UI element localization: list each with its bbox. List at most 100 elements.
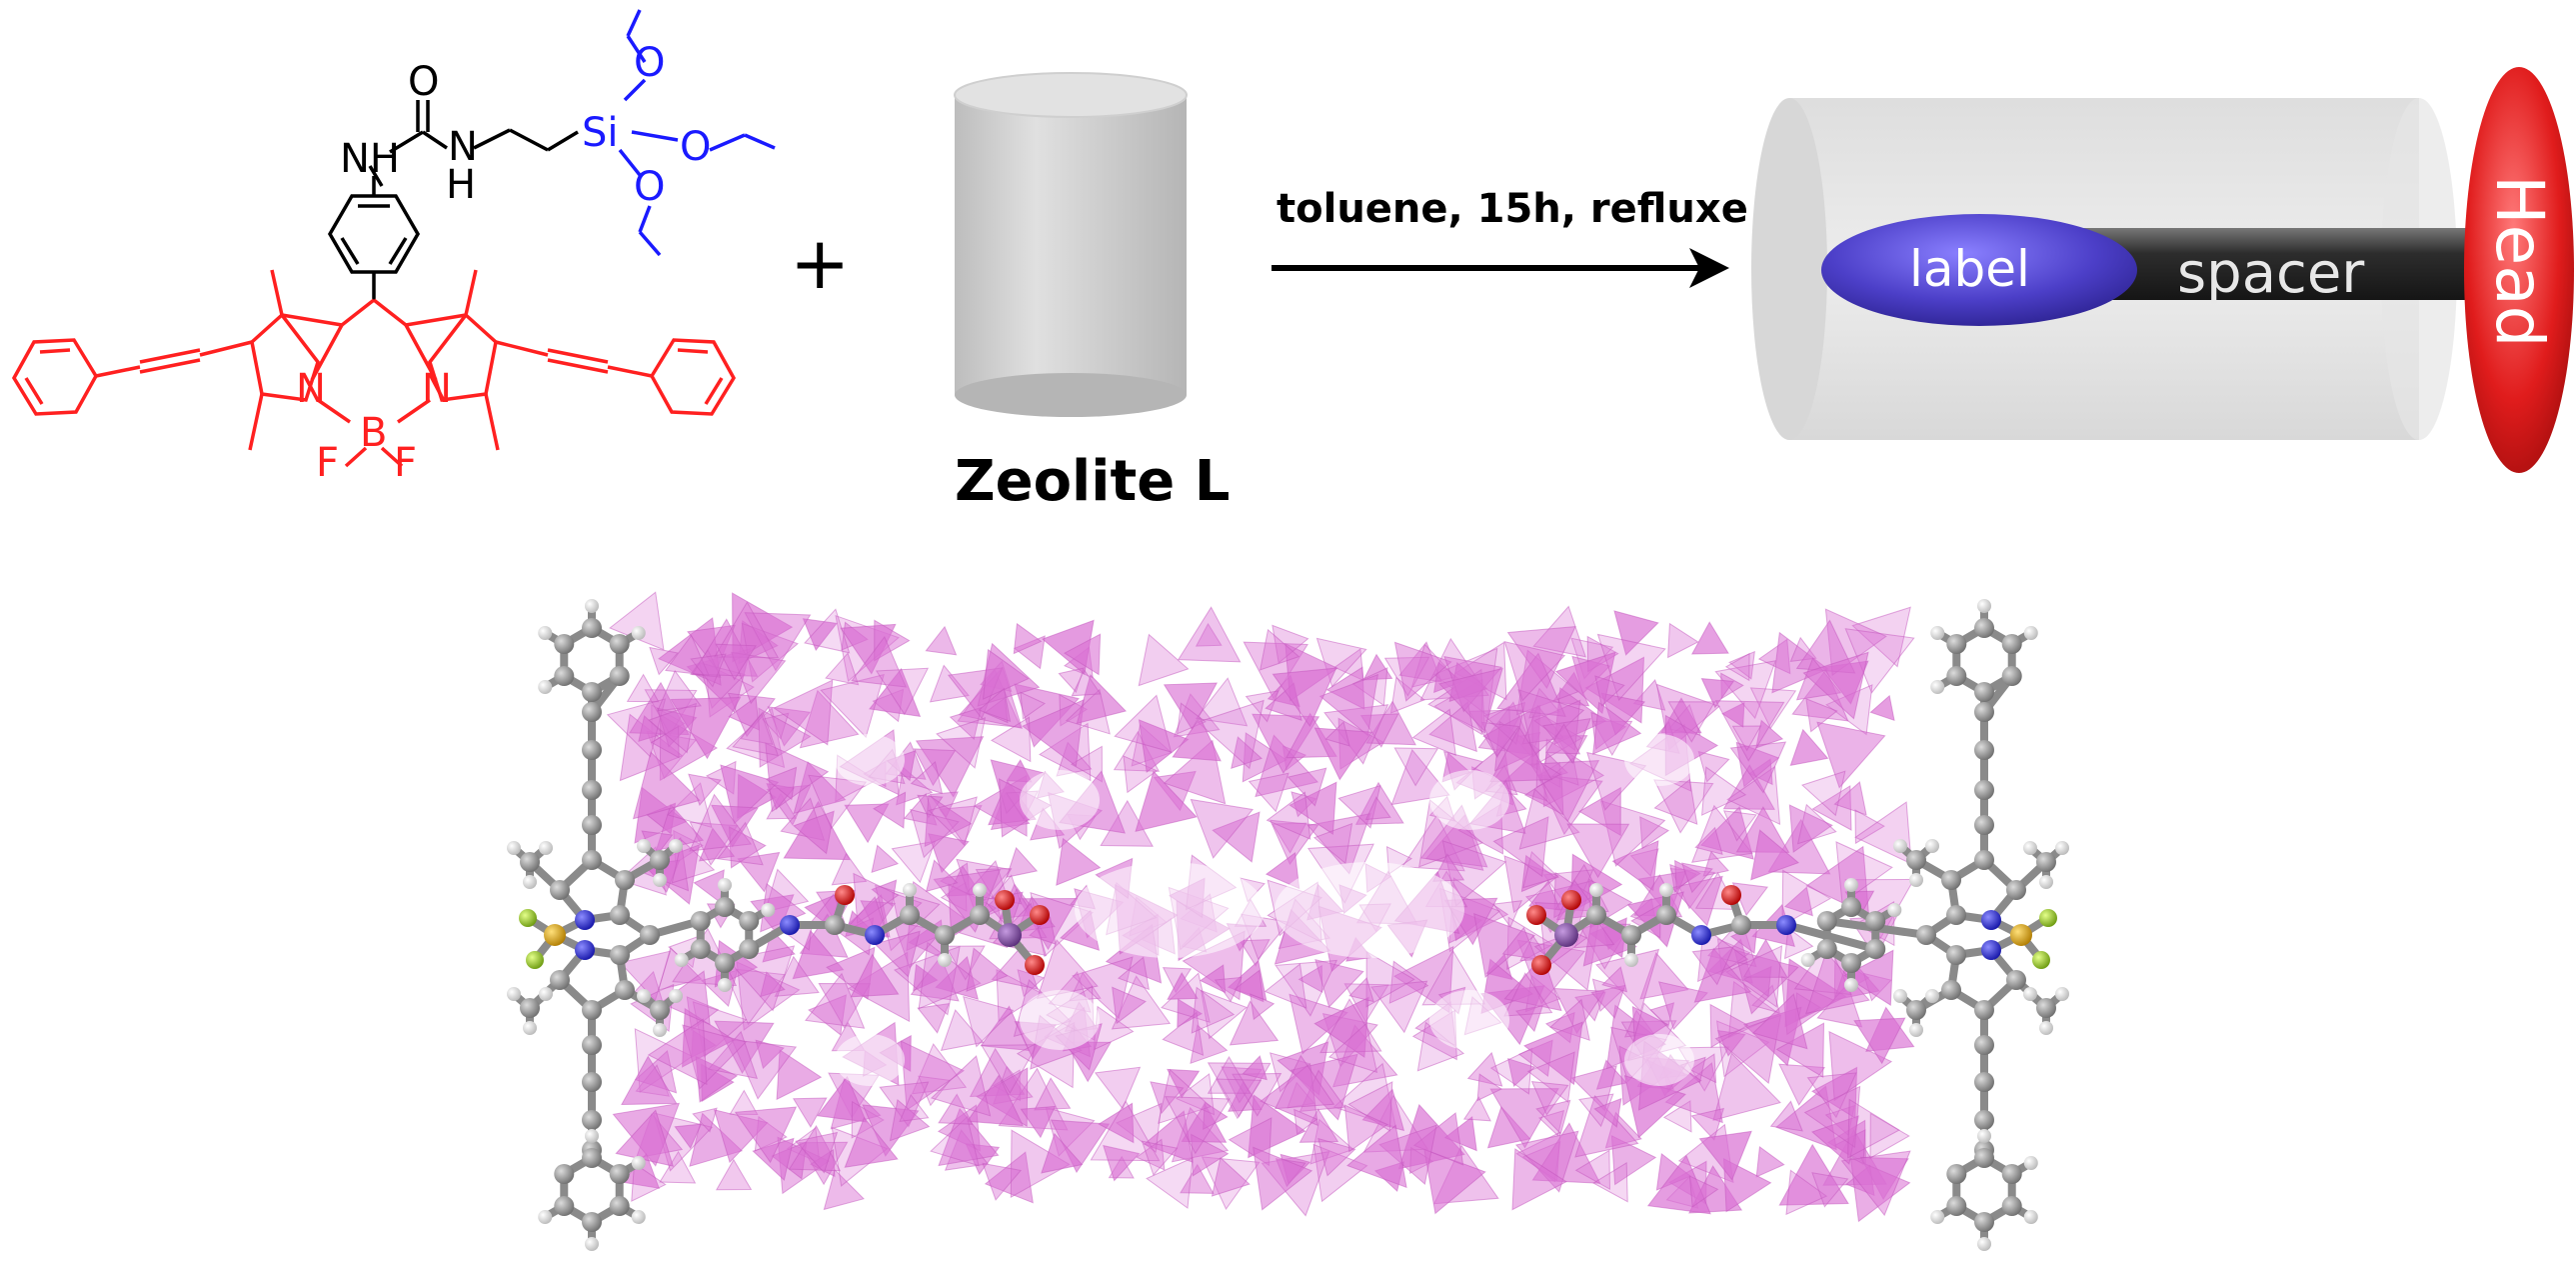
atom-n-alkyl: N	[448, 124, 478, 170]
framework-tetrahedron	[1507, 1057, 1536, 1088]
reaction-arrow	[1272, 248, 1729, 288]
fluorine-atom	[2032, 951, 2050, 969]
carbon-atom	[1974, 1072, 1994, 1092]
framework-tetrahedron	[1177, 702, 1207, 735]
framework-tetrahedron	[1721, 701, 1745, 728]
framework-tetrahedron	[850, 953, 900, 998]
hydrogen-atom	[507, 987, 521, 1001]
carbon-atom	[690, 911, 711, 931]
framework-tetrahedron	[647, 1018, 708, 1086]
framework-tetrahedron	[990, 716, 1032, 763]
framework-pore	[1275, 862, 1464, 958]
framework-tetrahedron	[1123, 755, 1159, 794]
head-ellipse	[2464, 67, 2574, 473]
framework-tetrahedron	[1212, 811, 1261, 863]
carbon-atom	[1916, 925, 1936, 945]
framework-tetrahedron	[825, 652, 860, 686]
hydrogen-atom	[674, 953, 689, 967]
framework-tetrahedron	[844, 1116, 899, 1168]
framework-tetrahedron	[1098, 1102, 1135, 1144]
framework-tetrahedron	[1503, 641, 1566, 702]
framework-tetrahedron	[1816, 721, 1886, 789]
framework-tetrahedron	[773, 679, 834, 746]
carbon-atom	[1941, 870, 1961, 890]
hydrogen-atom	[2023, 1210, 2038, 1224]
framework-pores	[835, 734, 1694, 1086]
hydrogen-atom	[538, 626, 553, 640]
framework-tetrahedron	[910, 955, 960, 1002]
framework-tetrahedron	[1443, 1115, 1477, 1152]
carbon-atom	[520, 852, 540, 872]
framework-tetrahedron	[1029, 916, 1057, 945]
framework-tetrahedron	[1239, 939, 1271, 967]
framework-tetrahedron	[689, 793, 753, 852]
framework-tetrahedron	[1611, 840, 1659, 892]
chemical-structure: O NH N H Si O O O	[11, 9, 776, 486]
framework-tetrahedron	[1523, 1021, 1583, 1086]
framework-pore	[1075, 862, 1265, 958]
framework-tetrahedron	[966, 947, 1009, 992]
carbon-atom	[2006, 880, 2026, 900]
carbon-atom	[1974, 1000, 1994, 1020]
nitrogen-atom	[865, 925, 885, 945]
framework-tetrahedron	[982, 648, 1030, 700]
hydrogen-atom	[631, 1156, 646, 1170]
framework-tetrahedron	[734, 1106, 798, 1164]
framework-tetrahedron	[1141, 1140, 1179, 1176]
framework-tetrahedron	[648, 702, 698, 754]
framework-tetrahedron	[1596, 633, 1666, 701]
framework-tetrahedron	[1158, 1068, 1212, 1125]
hydrogen-atom	[2023, 987, 2037, 1001]
carbon-atom	[1816, 939, 1837, 959]
plus-sign: +	[790, 221, 850, 305]
framework-tetrahedron	[729, 826, 767, 869]
framework-tetrahedron	[1264, 963, 1307, 1009]
framework-tetrahedron	[776, 1049, 823, 1101]
framework-tetrahedron	[930, 1115, 980, 1167]
nitrogen-atom	[1981, 910, 2001, 930]
framework-tetrahedron	[1869, 694, 1895, 722]
oxygen-atom	[1025, 955, 1045, 975]
framework-tetrahedron	[1143, 1110, 1194, 1163]
framework-tetrahedron	[664, 634, 710, 676]
framework-tetrahedron	[1146, 1156, 1194, 1209]
carbon-atom	[1941, 980, 1961, 1000]
framework-tetrahedron	[1847, 1098, 1900, 1159]
carbon-atom	[1865, 939, 1886, 959]
framework-tetrahedron	[873, 791, 907, 829]
framework-tetrahedron	[804, 972, 866, 1029]
framework-tetrahedron	[1833, 781, 1867, 816]
framework-tetrahedron	[1293, 1108, 1318, 1136]
framework-tetrahedron	[1432, 853, 1465, 882]
framework-tetrahedron	[1593, 1097, 1622, 1128]
framework-tetrahedron	[1712, 1052, 1781, 1121]
framework-tetrahedron	[1347, 1081, 1393, 1132]
carbon-atom	[609, 666, 630, 686]
hydrogen-atom	[938, 953, 952, 967]
hydrogen-atom	[539, 841, 553, 855]
framework-tetrahedron	[1476, 1073, 1502, 1102]
framework-tetrahedron	[1462, 1096, 1491, 1122]
atom-h-alkyl: H	[446, 162, 476, 208]
framework-tetrahedron	[1094, 1066, 1142, 1110]
framework-tetrahedron	[1518, 788, 1580, 850]
framework-tetrahedron	[925, 625, 958, 656]
carbon-atom	[554, 1196, 575, 1216]
carbon-atom	[609, 1164, 630, 1184]
framework-tetrahedron	[874, 930, 921, 978]
molecule-3d-left	[507, 599, 1050, 1251]
hydrogen-atom	[539, 987, 553, 1001]
carbon-atom	[1586, 905, 1606, 925]
framework-tetrahedron	[1769, 1100, 1803, 1132]
framework-tetrahedron	[1653, 779, 1714, 834]
carbon-atom	[582, 1148, 602, 1168]
framework-tetrahedron	[1755, 1145, 1785, 1178]
framework-tetrahedron	[1411, 708, 1456, 756]
hydrogen-atom	[2039, 875, 2053, 889]
framework-tetrahedron	[1393, 747, 1439, 787]
carbon-atom	[1946, 666, 1967, 686]
framework-tetrahedron	[1806, 1072, 1857, 1119]
framework-tetrahedron	[1709, 1003, 1749, 1049]
carbon-atom	[615, 870, 635, 890]
